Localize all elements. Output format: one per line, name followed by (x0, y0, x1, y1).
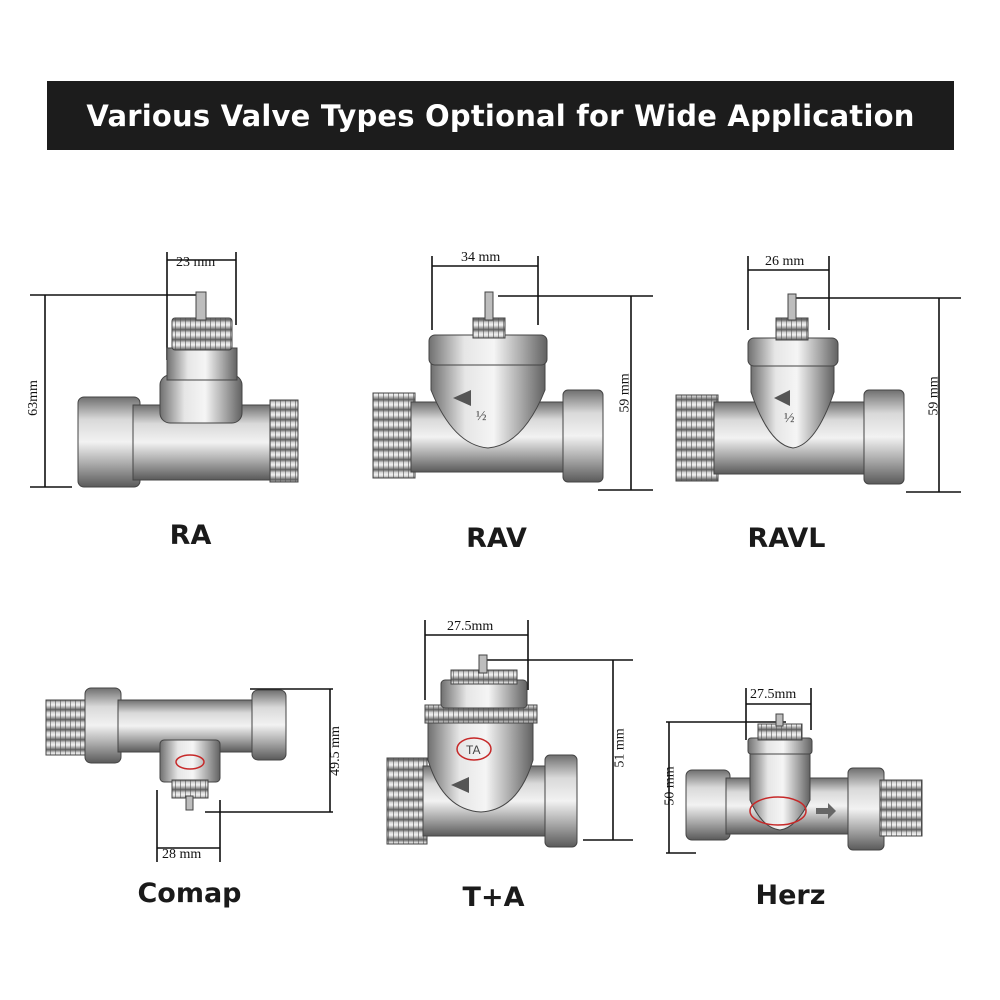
ravl-size-marking: ½ (784, 411, 795, 426)
rav-valve-drawing: ½ (372, 256, 653, 491)
ra-valve-drawing (30, 252, 299, 488)
comap-label: Comap (137, 878, 242, 909)
ra-label: RA (169, 520, 212, 551)
ta-height-dimension: 51 mm (612, 728, 628, 768)
comap-width-dimension: 28 mm (162, 847, 202, 862)
ravl-label: RAVL (747, 523, 826, 554)
valve-card-comap: 49.5 mm 28 mm Comap (0, 600, 343, 980)
ta-label: T+A (462, 882, 525, 913)
rav-label: RAV (466, 523, 527, 554)
ravl-width-dimension: 26 mm (765, 254, 805, 269)
ra-height-dimension: 63mm (25, 380, 41, 416)
ta-logo-marking: TA (466, 743, 480, 757)
rav-height-dimension: 59 mm (617, 373, 633, 413)
valve-card-herz: 27.5mm 50 mm Herz (662, 600, 999, 980)
valve-card-ravl: ½ 26 mm 59 mm RAVL (666, 230, 999, 610)
ta-valve-drawing: TA (386, 620, 633, 848)
rav-size-marking: ½ (476, 409, 487, 424)
herz-height-dimension: 50 mm (662, 766, 678, 806)
herz-label: Herz (755, 880, 826, 911)
herz-valve-drawing (666, 688, 923, 854)
ravl-height-dimension: 59 mm (926, 376, 942, 416)
valve-card-ra: 23 mm 63mm RA (0, 230, 333, 610)
ta-width-dimension: 27.5mm (447, 619, 494, 634)
comap-valve-drawing (45, 687, 333, 862)
rav-width-dimension: 34 mm (461, 250, 501, 265)
valve-card-ta: TA 27.5mm 51 mm T+A (333, 600, 666, 980)
valve-card-rav: ½ 34 mm 59 mm RAV (333, 230, 666, 610)
title-banner: Various Valve Types Optional for Wide Ap… (47, 81, 954, 150)
herz-width-dimension: 27.5mm (750, 687, 797, 702)
banner-title: Various Valve Types Optional for Wide Ap… (86, 98, 915, 133)
ravl-valve-drawing: ½ (675, 256, 961, 493)
ra-width-dimension: 23 mm (176, 255, 216, 270)
